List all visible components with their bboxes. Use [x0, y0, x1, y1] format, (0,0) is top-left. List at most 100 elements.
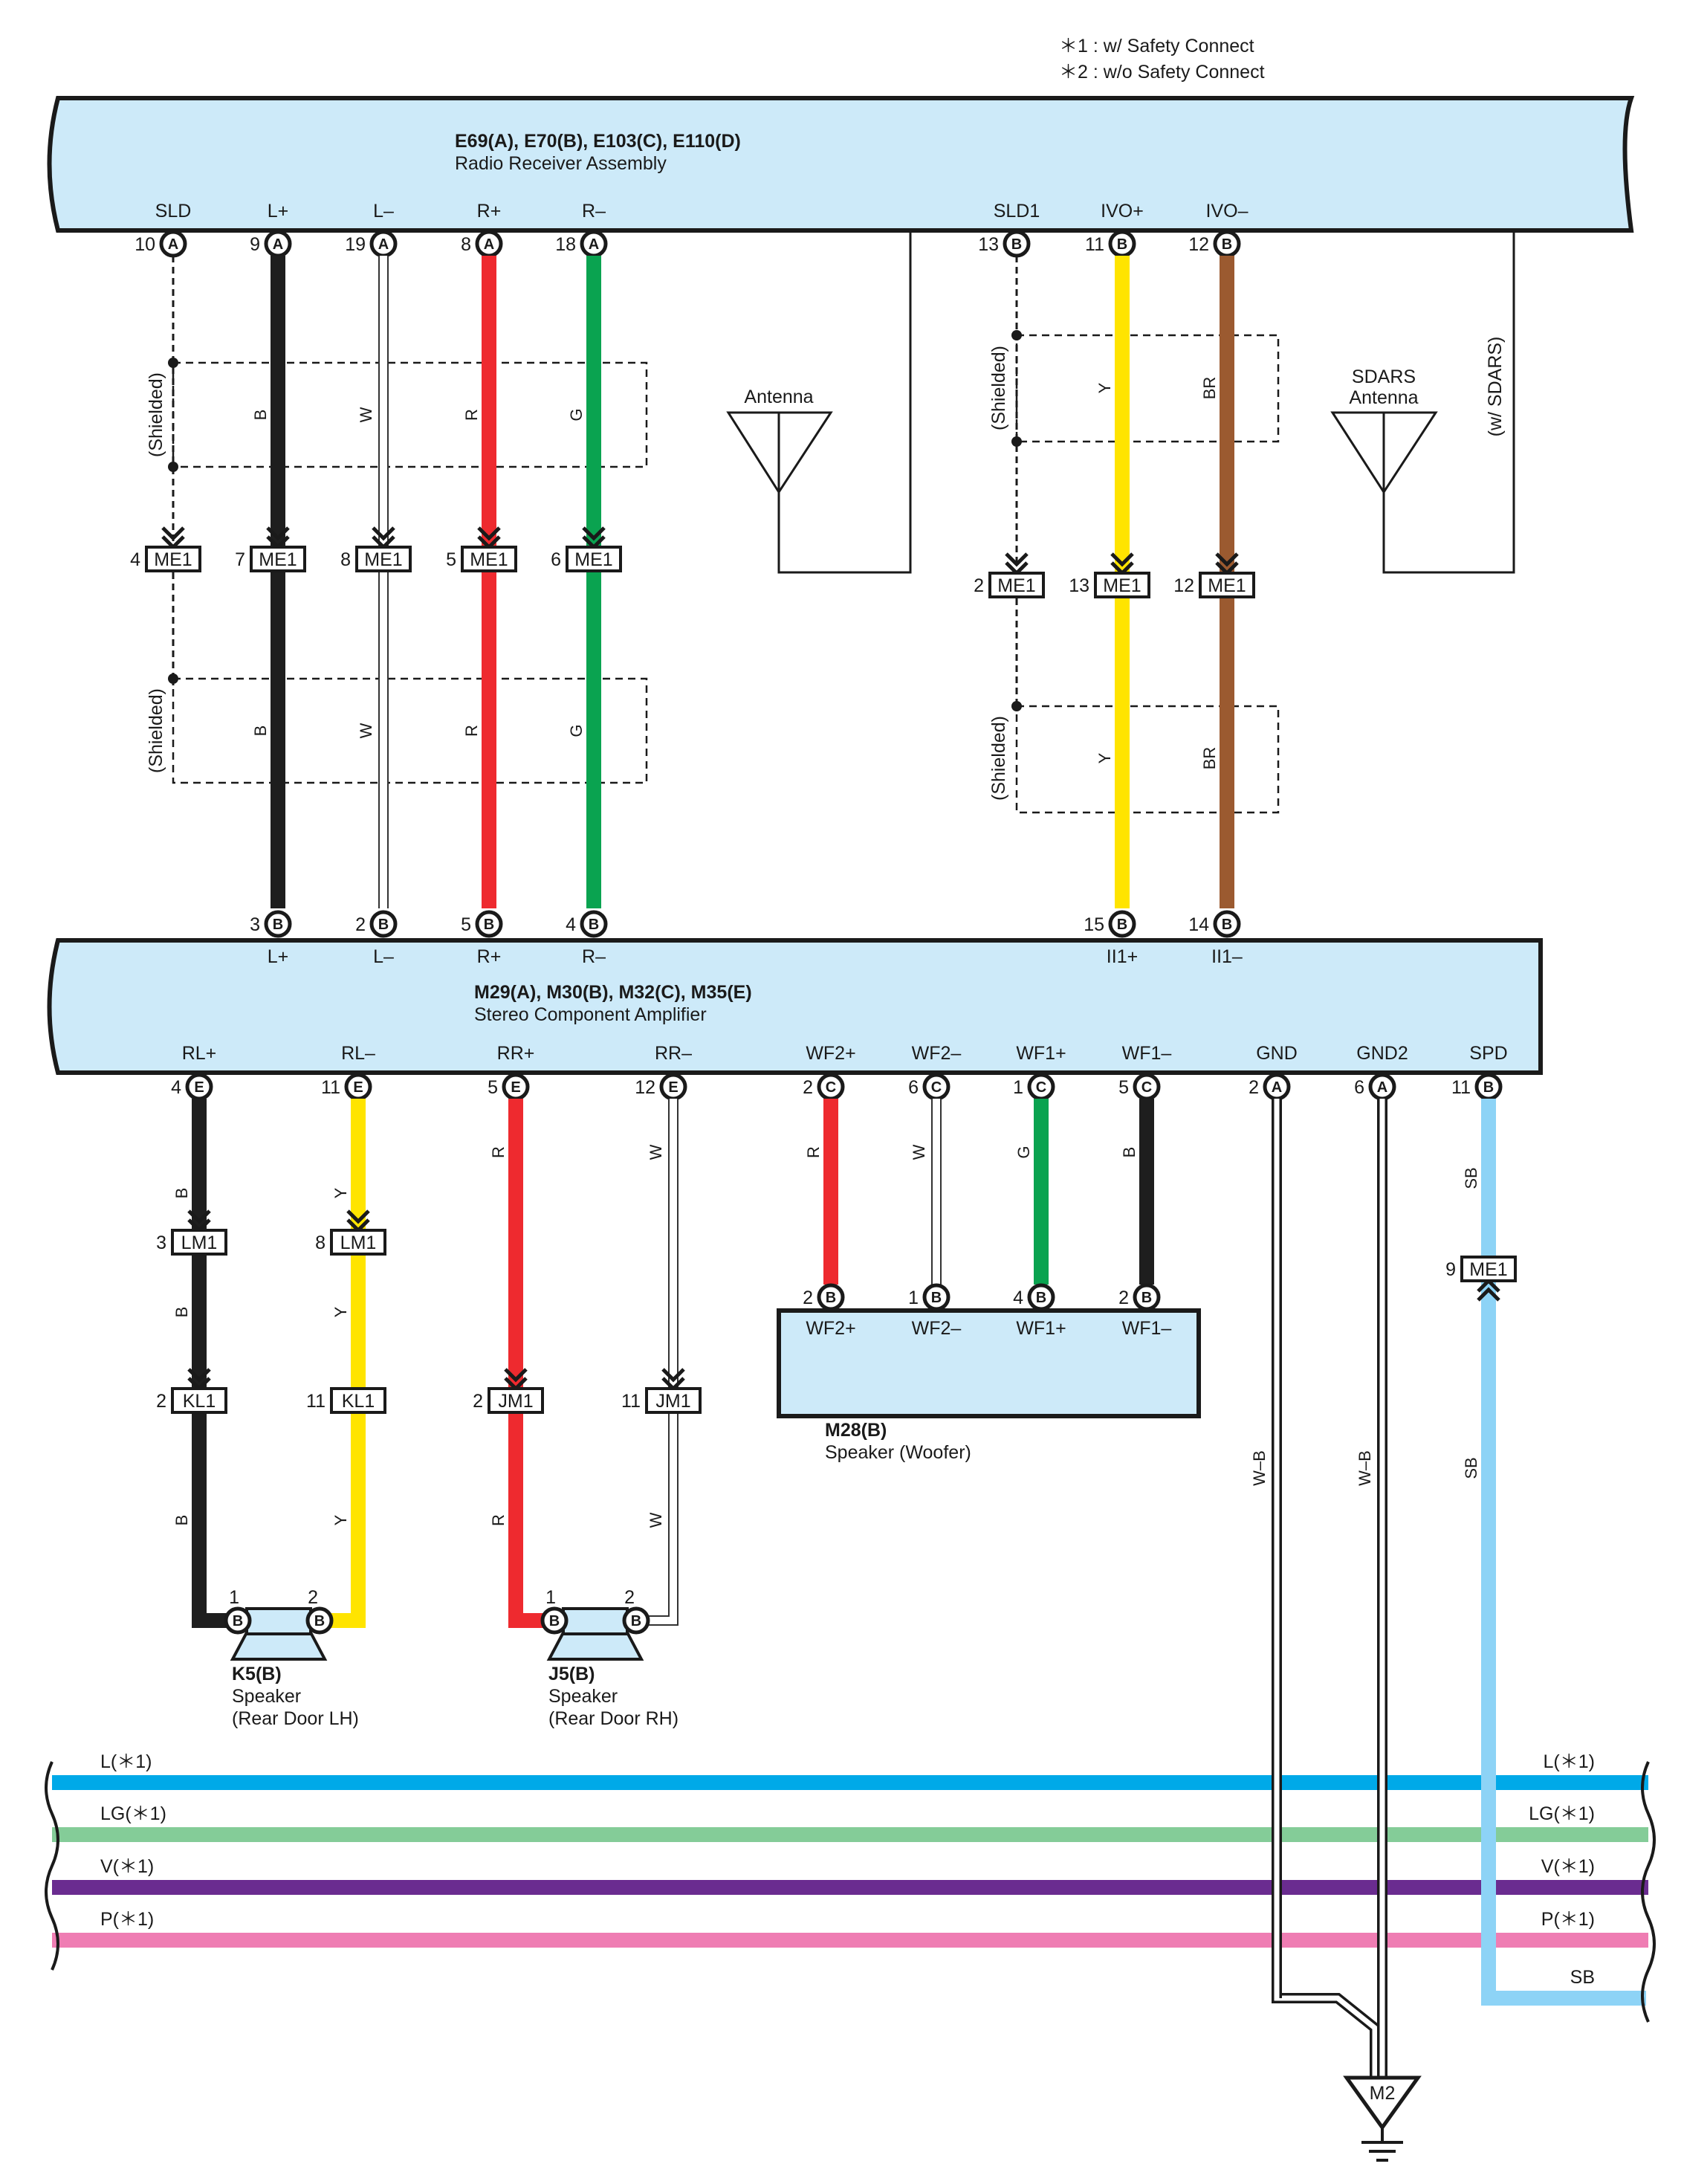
pin-number: 13 — [978, 234, 999, 255]
pin-number: 6 — [1354, 1077, 1364, 1098]
connector-arrow — [661, 1368, 685, 1383]
svg-text:W: W — [357, 723, 375, 738]
amp-output-pin-o-rrp: E5 — [488, 1073, 530, 1101]
note-1: ＊1 : w/ Safety Connect — [1059, 36, 1254, 56]
connector-box — [566, 546, 622, 572]
svg-text:Y: Y — [1095, 752, 1114, 763]
connector-arrow — [1215, 552, 1239, 567]
connector-name: ME1 — [364, 549, 402, 570]
connector-box — [171, 1229, 227, 1256]
wire-labels-bottom: B B B Y Y Y R R W W R W G B W–B W–B SB S… — [172, 1144, 1480, 1528]
radio-terminal-label: SLD — [155, 201, 192, 222]
connector-pin: 13 — [1069, 575, 1089, 596]
svg-text:G: G — [567, 408, 586, 421]
pin-number: 11 — [1085, 234, 1104, 255]
wire-rrminus-white — [636, 1099, 679, 1626]
woofer-terminal-label: WF1+ — [1016, 1318, 1066, 1339]
pin-circle — [1027, 1283, 1055, 1311]
connector-pin: 8 — [340, 549, 351, 570]
pin-number: 14 — [1188, 914, 1209, 935]
speaker-pin-1-number: 1 — [545, 1587, 556, 1608]
shield-junction-6 — [1011, 701, 1022, 711]
pin-circle — [305, 1606, 334, 1635]
connector-pin: 6 — [551, 549, 561, 570]
pin-connector-letter: E — [194, 1079, 204, 1096]
pin-number: 2 — [803, 1288, 813, 1308]
pin-connector-letter: B — [484, 917, 494, 933]
radio-pin-r-ivop: B11 — [1085, 230, 1136, 258]
amp-output-label: WF2– — [912, 1043, 962, 1064]
connector-arrow — [346, 1209, 370, 1224]
pin-number: 12 — [1188, 234, 1209, 255]
svg-text:B: B — [1120, 1147, 1139, 1158]
bus-break-left — [45, 1761, 59, 1971]
connector-arrow — [1477, 1287, 1500, 1302]
connector-name: LM1 — [181, 1232, 218, 1253]
connector-me1-lm: ME1 8 — [340, 526, 412, 572]
wire-labels-top: B W R G B W R G — [251, 407, 586, 738]
svg-text:R: R — [462, 409, 481, 421]
pin-circle — [1133, 1283, 1161, 1311]
connector-arrow — [1110, 552, 1134, 567]
bus-label-left: P(＊1) — [100, 1909, 154, 1930]
wire-rlminus-yellow — [320, 1099, 366, 1628]
amp-output-pin-o-gnd: A2 — [1249, 1073, 1291, 1101]
pin-number: 15 — [1084, 914, 1104, 935]
amp-output-label: RR+ — [497, 1043, 535, 1064]
shielded-label-2: (Shielded) — [146, 688, 166, 773]
speaker-pin-2: B — [622, 1606, 650, 1635]
connector-name: LM1 — [340, 1232, 377, 1253]
connector-pin: 5 — [446, 549, 456, 570]
connector-arrow — [187, 1209, 211, 1224]
pin-number: 11 — [1451, 1077, 1471, 1098]
connector-pin: 11 — [621, 1391, 641, 1412]
speaker-code: K5(B) — [232, 1664, 282, 1684]
pin-number: 6 — [908, 1077, 919, 1098]
svg-text:Y: Y — [331, 1187, 350, 1198]
amp-output-pin-o-rrm: E12 — [635, 1073, 687, 1101]
woofer-terminal-label: WF2+ — [806, 1318, 855, 1339]
pin-circle — [475, 910, 503, 938]
amp-output-pin-o-rlm: E11 — [321, 1073, 372, 1101]
svg-text:W: W — [647, 1144, 665, 1160]
connector-box — [330, 1229, 386, 1256]
connector-arrow — [477, 526, 501, 541]
shield-box-4 — [1015, 705, 1280, 814]
pin-circle — [622, 1606, 650, 1635]
pin-connector-letter: B — [1036, 1290, 1046, 1306]
pin-number: 8 — [461, 234, 471, 255]
amp-input-label: R+ — [477, 946, 502, 967]
amp-output-pin-o-wf2m: C6 — [908, 1073, 951, 1101]
svg-text:W–B: W–B — [1250, 1450, 1269, 1486]
radio-terminal-label: L– — [373, 201, 394, 222]
shielded-label-4: (Shielded) — [988, 716, 1009, 801]
bus-label-right: LG(＊1) — [1529, 1803, 1595, 1824]
antenna-label: Antenna — [744, 387, 813, 407]
pin-connector-letter: C — [1036, 1079, 1046, 1096]
svg-text:B: B — [251, 410, 270, 421]
bus-label-left: L(＊1) — [100, 1751, 152, 1772]
amp-input-pin-a-rm: B4 — [566, 910, 608, 938]
connector-arrow — [161, 526, 185, 541]
pin-circle — [540, 1606, 569, 1635]
wire-labels-ivo: Y BR Y BR — [1095, 377, 1219, 770]
radio-pin-r-ivom: B12 — [1188, 230, 1241, 258]
bus-label-right: V(＊1) — [1541, 1856, 1595, 1877]
svg-text:G: G — [1014, 1146, 1033, 1158]
connector-name: ME1 — [1469, 1259, 1507, 1280]
svg-text:W–B: W–B — [1356, 1450, 1374, 1486]
speaker-cone — [230, 1632, 328, 1661]
svg-text:R: R — [462, 725, 481, 737]
amp-input-label: II1+ — [1107, 946, 1138, 967]
svg-text:G: G — [567, 724, 586, 737]
svg-text:SB: SB — [1462, 1457, 1480, 1479]
pin-connector-letter: B — [631, 1613, 641, 1629]
pin-circle — [580, 910, 608, 938]
svg-text:R: R — [489, 1146, 508, 1158]
